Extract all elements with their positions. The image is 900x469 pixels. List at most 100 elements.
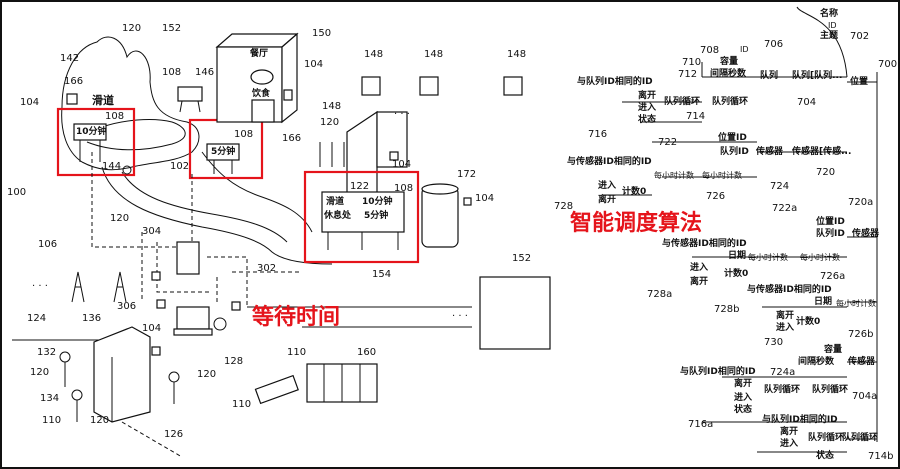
field-queue-loop: 队列循环: [664, 97, 701, 107]
wait-time-label: 等待时间: [252, 304, 340, 330]
field-leave-6: 离开: [780, 427, 799, 437]
field-queue-loop-2: 队列循环: [712, 97, 749, 107]
wristband-110: [254, 374, 299, 405]
node-302: [231, 301, 241, 311]
booth-136: [93, 326, 151, 423]
wait-board: [321, 191, 405, 233]
field-per-hour-5: 每小时计数: [836, 299, 876, 308]
field-status: 状态: [638, 115, 657, 125]
field-position: 位置: [850, 77, 869, 87]
ref-728: 728: [554, 201, 574, 212]
ref-110-a: 110: [287, 347, 307, 358]
field-leave-5: 离开: [734, 379, 753, 389]
sign-1-text: 10分钟: [76, 127, 107, 137]
ref-728a: 728a: [647, 289, 673, 300]
field-topic: 主题: [820, 31, 839, 41]
board-time-2: 5分钟: [364, 211, 389, 221]
ref-108-board: 108: [394, 183, 414, 194]
ref-100: 100: [7, 187, 27, 198]
ref-708: 708: [700, 45, 720, 56]
slide-track: [86, 119, 186, 151]
field-per-hour-2: 每小时计数: [702, 171, 742, 180]
field-interval-2: 间隔秒数: [798, 357, 835, 367]
ref-124: 124: [27, 313, 47, 324]
algorithm-label: 智能调度算法: [570, 210, 702, 236]
ref-148-c: 148: [507, 49, 527, 60]
ref-148-b: 148: [424, 49, 444, 60]
ref-104-rest: 104: [392, 159, 412, 170]
field-position-id: 位置ID: [718, 133, 747, 143]
node-148-c: [503, 76, 523, 96]
mountain-outline: [61, 36, 200, 171]
field-status-2: 状态: [734, 405, 753, 415]
field-per-hour-4: 每小时计数: [800, 253, 840, 262]
person-icon-132: [59, 351, 71, 363]
tower-icon-1: [71, 271, 85, 303]
wait-board-highlight: [303, 170, 420, 264]
ref-160: 160: [357, 347, 377, 358]
ref-702: 702: [850, 31, 870, 42]
field-name: 名称: [820, 9, 839, 19]
field-enter-2: 进入: [598, 181, 617, 191]
sign-2-text: 5分钟: [211, 147, 236, 157]
ref-716a: 716a: [688, 419, 714, 430]
field-enter-3: 进入: [690, 263, 709, 273]
ref-302: 302: [257, 263, 277, 274]
ref-152: 152: [162, 23, 182, 34]
slide-path-3: [201, 151, 313, 233]
dots-top: · · ·: [394, 109, 410, 120]
dots-left: · · ·: [32, 281, 48, 292]
field-queue-loop-3: 队列循环: [764, 385, 801, 395]
field-same-queue-id: 与队列ID相同的ID: [577, 77, 653, 87]
ref-148-a: 148: [364, 49, 384, 60]
ref-122: 122: [350, 181, 370, 192]
server-102: [176, 241, 200, 275]
ref-150: 150: [312, 28, 332, 39]
field-sensor-2: 传感器: [852, 229, 880, 239]
node-148-b: [419, 76, 439, 96]
ref-726a: 726a: [820, 271, 846, 282]
field-count0: 计数0: [622, 187, 647, 197]
field-same-sensor-id-2: 与传感器ID相同的ID: [662, 239, 747, 249]
ref-700: 700: [878, 59, 898, 70]
field-enter-4: 进入: [776, 323, 795, 333]
ref-104-kiosk: 104: [475, 193, 495, 204]
field-queue: 队列: [760, 71, 779, 81]
kiosk-172: [421, 186, 459, 248]
field-date: 日期: [728, 251, 747, 261]
ref-714: 714: [686, 111, 706, 122]
ref-110-b: 110: [42, 415, 62, 426]
sensor-104-kiosk: [463, 197, 472, 206]
ref-106: 106: [38, 239, 58, 250]
field-enter-6: 进入: [780, 439, 799, 449]
field-per-hour-3: 每小时计数: [748, 253, 788, 262]
field-leave: 离开: [638, 91, 657, 101]
sensor-104-booth: [151, 346, 161, 356]
field-same-queue-id-2: 与队列ID相同的ID: [680, 367, 756, 377]
field-position-id-2: 位置ID: [816, 217, 845, 227]
field-queue-full: 队列[队列...: [792, 71, 843, 81]
burger-icon: [250, 69, 274, 85]
board-time-1: 10分钟: [362, 197, 393, 207]
field-id: ID: [828, 21, 837, 30]
field-sensor-3: 传感器: [848, 357, 876, 367]
ref-120-b: 120: [320, 117, 340, 128]
field-count0-2: 计数0: [724, 269, 749, 279]
field-status-3: 状态: [816, 451, 835, 461]
ref-726: 726: [706, 191, 726, 202]
field-interval: 间隔秒数: [710, 69, 747, 79]
field-enter-5: 进入: [734, 393, 753, 403]
ref-728b: 728b: [714, 304, 740, 315]
person-icon-slide: [122, 165, 132, 175]
ref-724: 724: [770, 181, 790, 192]
ref-704: 704: [797, 97, 817, 108]
person-icon-134: [71, 389, 83, 401]
ref-144: 144: [102, 161, 122, 172]
field-queue-loop-4: 队列循环: [812, 385, 849, 395]
data-tree: [602, 6, 878, 453]
ref-146: 146: [195, 67, 215, 78]
ref-126: 126: [164, 429, 184, 440]
food-label: 饮食: [252, 89, 271, 99]
ref-120: 120: [122, 23, 142, 34]
